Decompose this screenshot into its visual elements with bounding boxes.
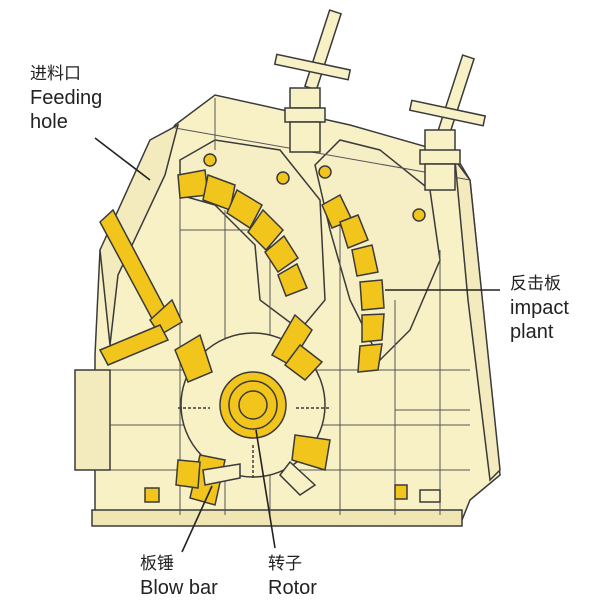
feed-liners — [98, 208, 183, 366]
housing-frame-lines — [110, 98, 471, 515]
impact-plate-lower — [321, 193, 385, 373]
impact-plant-label: 反击板 impact plant — [510, 272, 569, 344]
feeding-hole-label-zh: 进料口 — [30, 64, 81, 84]
base-blocks — [144, 484, 441, 503]
impact-plant-label-zh: 反击板 — [510, 274, 561, 294]
rotor-label-zh: 转子 — [268, 554, 302, 574]
adjusting-screw-left — [273, 9, 352, 153]
blow-bar-label-en: Blow bar — [140, 577, 218, 599]
impact-plate-upper — [177, 169, 308, 297]
impact-plant-label-en-2: plant — [510, 321, 554, 343]
rotor-assembly — [174, 313, 331, 506]
rotor-label: 转子 Rotor — [268, 552, 317, 600]
rotor-label-en: Rotor — [268, 577, 317, 599]
leader-lines — [94, 137, 500, 553]
feeding-hole-label: 进料口 Feeding hole — [30, 62, 102, 134]
blow-bar-label-zh: 板锤 — [140, 554, 174, 574]
impact-plant-label-en-1: impact — [510, 297, 569, 319]
feeding-hole-leader — [94, 137, 151, 181]
blow-bar-leader — [181, 485, 213, 553]
adjusting-screw-right — [408, 54, 487, 191]
rotor-leader — [255, 429, 276, 549]
feeding-hole-label-en-1: Feeding — [30, 87, 103, 109]
feeding-hole-label-en-2: hole — [30, 111, 68, 133]
blow-bar-label: 板锤 Blow bar — [140, 552, 218, 600]
